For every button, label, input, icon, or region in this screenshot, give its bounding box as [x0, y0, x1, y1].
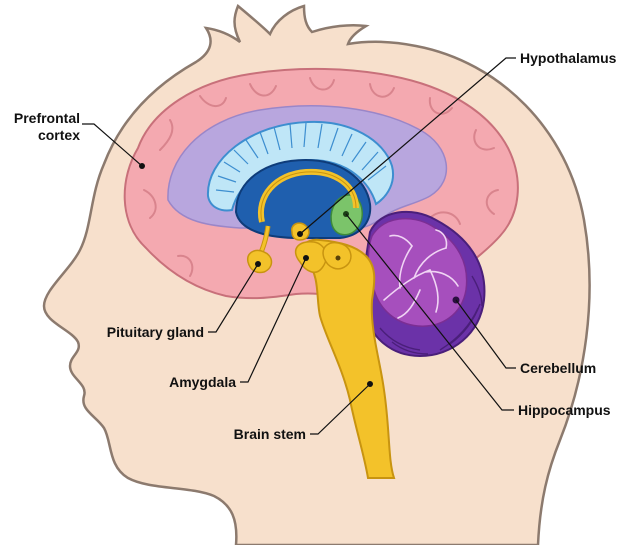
label-brain-stem: Brain stem [234, 426, 306, 442]
leader-cerebellum [455, 299, 516, 369]
corpus-callosum-stripes [215, 122, 387, 193]
label-prefrontal-cortex-line1: Prefrontal [14, 110, 80, 126]
arbor-vitae [383, 229, 459, 319]
leader-prefrontal-cortex [82, 123, 143, 167]
leader-hippocampus [345, 213, 514, 411]
cerebellum-ridges [379, 275, 483, 355]
leader-hypothalamus [299, 57, 516, 235]
leader-pituitary-gland [208, 263, 259, 333]
label-hippocampus: Hippocampus [518, 402, 611, 418]
fornix-outline [260, 171, 357, 223]
label-prefrontal-cortex-line2: cortex [38, 127, 80, 143]
corpus-callosum [206, 120, 394, 212]
leader-dot-pituitary [255, 261, 261, 267]
leader-amygdala [240, 257, 307, 383]
label-pituitary-gland: Pituitary gland [107, 324, 204, 340]
label-amygdala: Amygdala [169, 374, 236, 390]
leader-dot-hypothalamus [297, 231, 303, 237]
brain-stem-structure [301, 238, 396, 479]
cortex-folds [143, 77, 499, 277]
leader-dot-brain-stem [367, 381, 373, 387]
label-cerebellum: Cerebellum [520, 360, 596, 376]
label-hypothalamus: Hypothalamus [520, 50, 617, 66]
leader-dot-amygdala [303, 255, 309, 261]
leader-lines [82, 57, 516, 435]
leader-brain-stem [310, 383, 371, 435]
midbrain-dot [335, 255, 341, 261]
leader-dot-prefrontal [139, 163, 145, 169]
